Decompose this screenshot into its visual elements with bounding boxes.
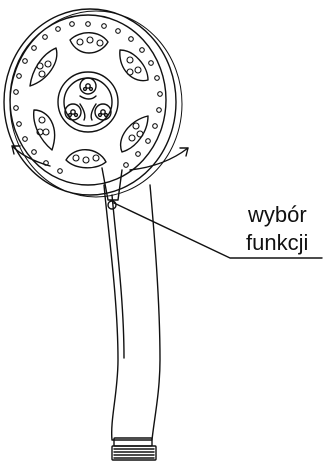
head-outer-rim [3,8,177,196]
handle-inner-edge [111,194,125,359]
callout-label-line1: wybór [248,202,307,227]
threaded-connector [111,437,157,461]
spray-petals [29,32,149,169]
center-plate [57,71,119,133]
center-nozzles [64,77,112,121]
callout-label-line2: funkcji [246,230,309,255]
head-back-rim [9,10,183,198]
callout-leader [113,202,323,259]
handle-outline [103,184,161,441]
petal-nozzles [36,36,144,164]
outer-nozzle-ring [13,21,163,174]
rotation-arrows [11,145,189,171]
function-selector-tab[interactable] [101,167,123,201]
